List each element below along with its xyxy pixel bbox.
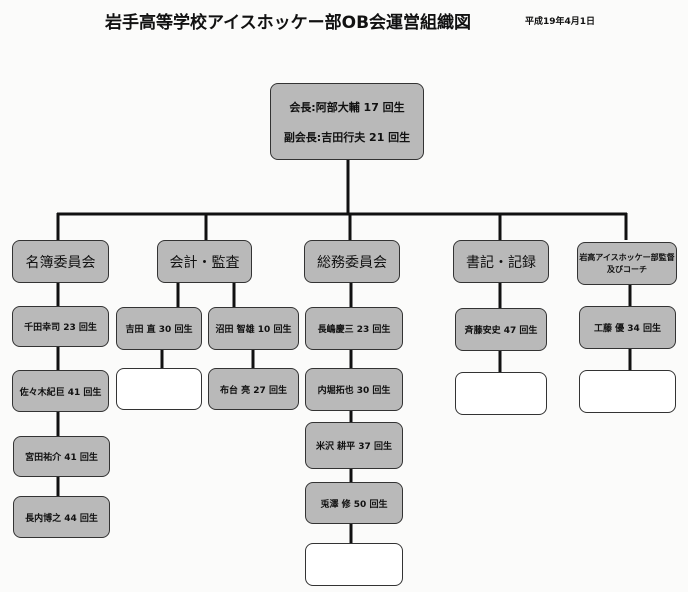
empty-member-box [305, 543, 403, 586]
member-box: 吉田 直 30 回生 [116, 307, 202, 350]
committee-secretary-records: 書記・記録 [453, 240, 549, 283]
member-box: 宮田祐介 41 回生 [13, 436, 110, 477]
member-box: 千田幸司 23 回生 [12, 306, 109, 347]
empty-member-box [579, 370, 676, 413]
member-box: 兎澤 修 50 回生 [305, 482, 403, 524]
vice-president-label: 副会長:吉田行夫 21 回生 [283, 130, 411, 144]
member-box: 沼田 智雄 10 回生 [208, 307, 299, 350]
committee-name-line1: 岩高アイスホッケー部監督 [579, 252, 675, 262]
committee-roster: 名簿委員会 [12, 240, 109, 283]
empty-member-box [116, 368, 202, 410]
member-box: 佐々木紀巨 41 回生 [12, 370, 109, 412]
member-box: 長内博之 44 回生 [13, 496, 110, 538]
president-label: 会長:阿部大輔 17 回生 [289, 100, 405, 114]
member-box: 内堀拓也 30 回生 [305, 368, 403, 411]
member-box: 長嶋慶三 23 回生 [305, 307, 403, 350]
member-box: 工藤 優 34 回生 [579, 306, 676, 349]
committee-coaching-staff: 岩高アイスホッケー部監督 及びコーチ [577, 242, 677, 285]
leadership-box: 会長:阿部大輔 17 回生 副会長:吉田行夫 21 回生 [270, 83, 424, 160]
chart-date: 平成19年4月1日 [525, 17, 596, 27]
member-box: 米沢 耕平 37 回生 [305, 422, 403, 469]
committee-general-affairs: 総務委員会 [304, 240, 400, 283]
empty-member-box [455, 372, 547, 415]
member-box: 布台 亮 27 回生 [208, 368, 299, 410]
member-box: 斉藤安史 47 回生 [455, 308, 547, 351]
chart-title: 岩手高等学校アイスホッケー部OB会運営組織図 [105, 13, 472, 33]
committee-name-line2: 及びコーチ [607, 264, 647, 274]
committee-accounting-audit: 会計・監査 [157, 240, 252, 283]
